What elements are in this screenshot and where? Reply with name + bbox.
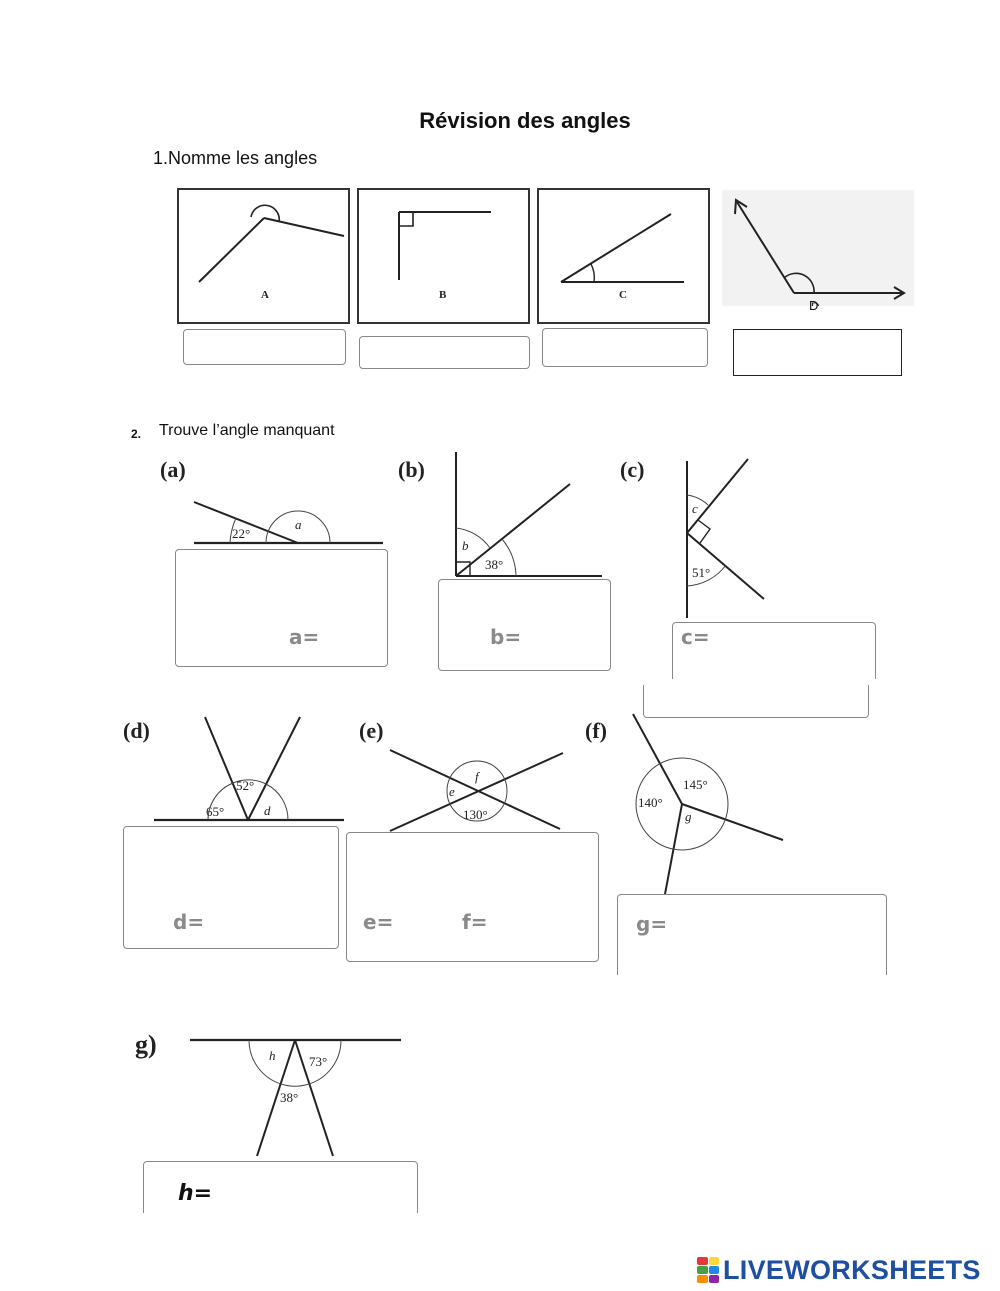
part-d-angle-d: d [264, 803, 271, 818]
part-e-tag: (e) [359, 718, 384, 743]
answer-box-part-b[interactable] [438, 579, 611, 671]
part-b-angle-38: 38° [485, 557, 503, 572]
part-f-angle-g: g [685, 809, 692, 824]
part-e-angle-130: 130° [463, 807, 488, 822]
answer-box-c[interactable] [542, 328, 708, 367]
answer-label-c: c= [681, 625, 710, 649]
part-a-diagram: 22° a [193, 501, 383, 545]
answer-box-partial[interactable] [643, 685, 869, 718]
part-b-diagram: b 38° [455, 452, 602, 577]
part-f-diagram: 145° 140° g [632, 713, 784, 895]
logo-text: LIVEWORKSHEETS [723, 1254, 981, 1285]
figure-a-label: A [261, 289, 269, 301]
logo-icon [697, 1257, 719, 1283]
answer-box-part-e[interactable] [346, 832, 599, 962]
part-g-angle-38: 38° [280, 1090, 298, 1105]
part-g-angle-73: 73° [309, 1054, 327, 1069]
answer-box-part-d[interactable] [123, 826, 339, 949]
part-f-angle-140: 140° [638, 795, 663, 810]
answer-label-e: e= [363, 910, 394, 934]
answer-label-b: b= [490, 625, 522, 649]
figure-b: B [357, 188, 530, 324]
angle-d-diagram: D [734, 198, 906, 314]
section-f-mask [600, 975, 900, 995]
part-g-tag: g) [135, 1030, 157, 1059]
answer-label-g: g= [636, 912, 668, 936]
part-d-tag: (d) [123, 718, 150, 743]
part-a-angle-22: 22° [232, 526, 250, 541]
answer-label-d: d= [173, 910, 205, 934]
part-e-angle-e: e [449, 784, 455, 799]
part-d-angle-65: 65° [206, 804, 224, 819]
angle-b-diagram: B [398, 211, 491, 301]
answer-box-d[interactable] [733, 329, 902, 376]
section-g-mask [130, 1213, 430, 1233]
part-b-tag: (b) [398, 457, 425, 482]
part-f-angle-145: 145° [683, 777, 708, 792]
liveworksheets-logo: LIVEWORKSHEETS [697, 1254, 981, 1286]
part-g-diagram: h 73° 38° [190, 1038, 401, 1157]
answer-label-f: f= [462, 910, 488, 934]
part-c-angle-c: c [692, 501, 698, 516]
answer-label-a: a= [289, 625, 320, 649]
section-2-number: 2. [131, 427, 142, 441]
figure-a: A [177, 188, 350, 324]
part-f-tag: (f) [585, 718, 607, 743]
answer-box-part-f[interactable] [617, 894, 887, 984]
figure-d: D [722, 190, 914, 314]
part-a-angle-a: a [295, 517, 302, 532]
answer-label-h: h= [178, 1181, 213, 1206]
part-e-angle-f: f [475, 769, 481, 784]
page-title: Révision des angles [419, 108, 631, 133]
part-c-angle-51: 51° [692, 565, 710, 580]
figure-b-label: B [439, 289, 447, 301]
answer-box-part-a[interactable] [175, 549, 388, 667]
section-1-heading: 1.Nomme les angles [153, 148, 318, 168]
part-e-diagram: f e 130° [389, 749, 564, 832]
part-c-tag: (c) [620, 457, 645, 482]
angle-c-diagram: C [560, 213, 684, 301]
part-g-angle-h: h [269, 1048, 276, 1063]
figure-c-label: C [619, 289, 627, 301]
answer-box-a[interactable] [183, 329, 346, 365]
figure-d-label-text: D [809, 298, 819, 313]
answer-box-b[interactable] [359, 336, 530, 369]
part-b-angle-b: b [462, 538, 469, 553]
part-d-angle-52: 52° [236, 778, 254, 793]
answer-box-part-g[interactable] [143, 1161, 418, 1223]
part-d-diagram: 52° 65° d [154, 716, 344, 822]
section-2-heading: Trouve l’angle manquant [159, 422, 335, 439]
part-a-tag: (a) [160, 457, 186, 482]
part-c-diagram: c 51° [686, 458, 765, 618]
figure-c: C [537, 188, 710, 324]
angle-a-diagram: A [198, 204, 345, 301]
